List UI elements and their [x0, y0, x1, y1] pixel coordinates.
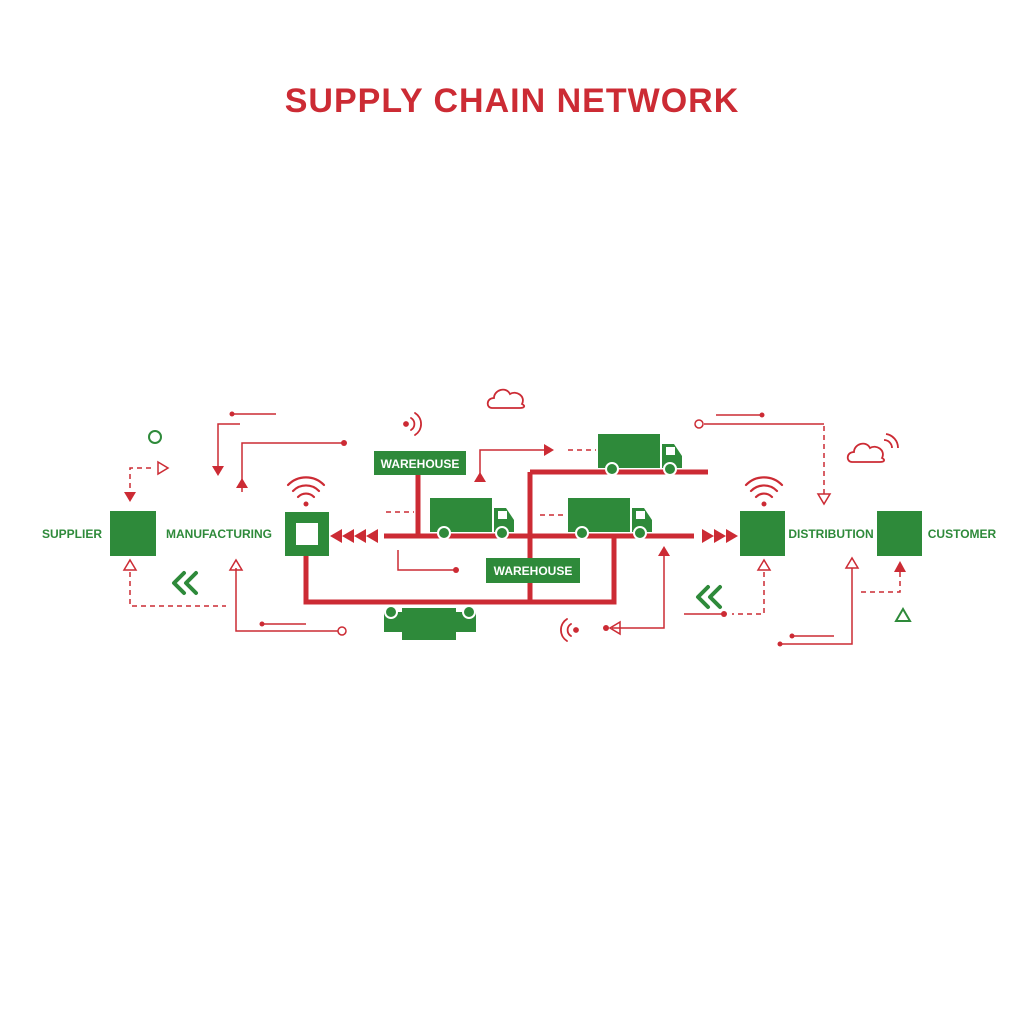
signal-icon — [560, 618, 579, 642]
distribution-node[interactable] — [740, 511, 785, 556]
arrow-down-icon — [816, 493, 832, 506]
warehouse-top-label: WAREHOUSE — [381, 457, 460, 471]
truck-icon — [567, 497, 653, 540]
arrow-up-icon — [894, 561, 906, 572]
arrow-up-icon — [474, 472, 486, 482]
arrow-up-icon — [658, 546, 670, 556]
arrow-right-icon — [544, 444, 554, 456]
warehouse-bottom-node[interactable]: WAREHOUSE — [486, 558, 580, 583]
page-title: SUPPLY CHAIN NETWORK — [284, 82, 740, 120]
chevron-left-icon — [696, 585, 722, 609]
wifi-icon — [744, 476, 784, 508]
warehouse-top-node[interactable]: WAREHOUSE — [374, 451, 466, 475]
dashed-connectors — [129, 426, 901, 615]
chevron-left-icon — [172, 571, 198, 595]
arrow-down-icon — [124, 492, 136, 502]
circle-icon — [148, 430, 162, 444]
warehouse-bottom-label: WAREHOUSE — [494, 564, 573, 578]
arrow-up-icon — [122, 558, 138, 571]
connector-lines — [217, 413, 853, 645]
truck-icon — [429, 497, 515, 540]
arrow-up-icon — [844, 556, 860, 569]
truck-icon — [384, 605, 476, 640]
cloud-icon — [846, 433, 899, 463]
wifi-icon — [286, 476, 326, 508]
flow-chevrons-right-icon — [702, 529, 738, 543]
arrowheads — [122, 444, 906, 636]
arrow-left-icon — [608, 620, 621, 636]
distribution-label: DISTRIBUTION — [788, 527, 873, 541]
supplier-node[interactable] — [110, 511, 156, 556]
manufacturing-label: MANUFACTURING — [166, 527, 272, 541]
arrow-up-icon — [756, 558, 772, 571]
flow-chevrons-left-icon — [330, 529, 378, 543]
supplier-label: SUPPLIER — [42, 527, 102, 541]
signal-icon — [403, 412, 422, 436]
truck-icon — [597, 433, 683, 476]
customer-label: CUSTOMER — [928, 527, 997, 541]
customer-node[interactable] — [877, 511, 922, 556]
manufacturing-node[interactable] — [285, 512, 329, 556]
cloud-icon — [486, 388, 526, 409]
arrow-up-icon — [236, 478, 248, 488]
triangle-icon — [894, 607, 912, 622]
hollow-dots — [337, 419, 704, 636]
arrow-down-icon — [212, 466, 224, 476]
arrow-right-icon — [157, 460, 170, 476]
arrow-up-icon — [228, 558, 244, 571]
